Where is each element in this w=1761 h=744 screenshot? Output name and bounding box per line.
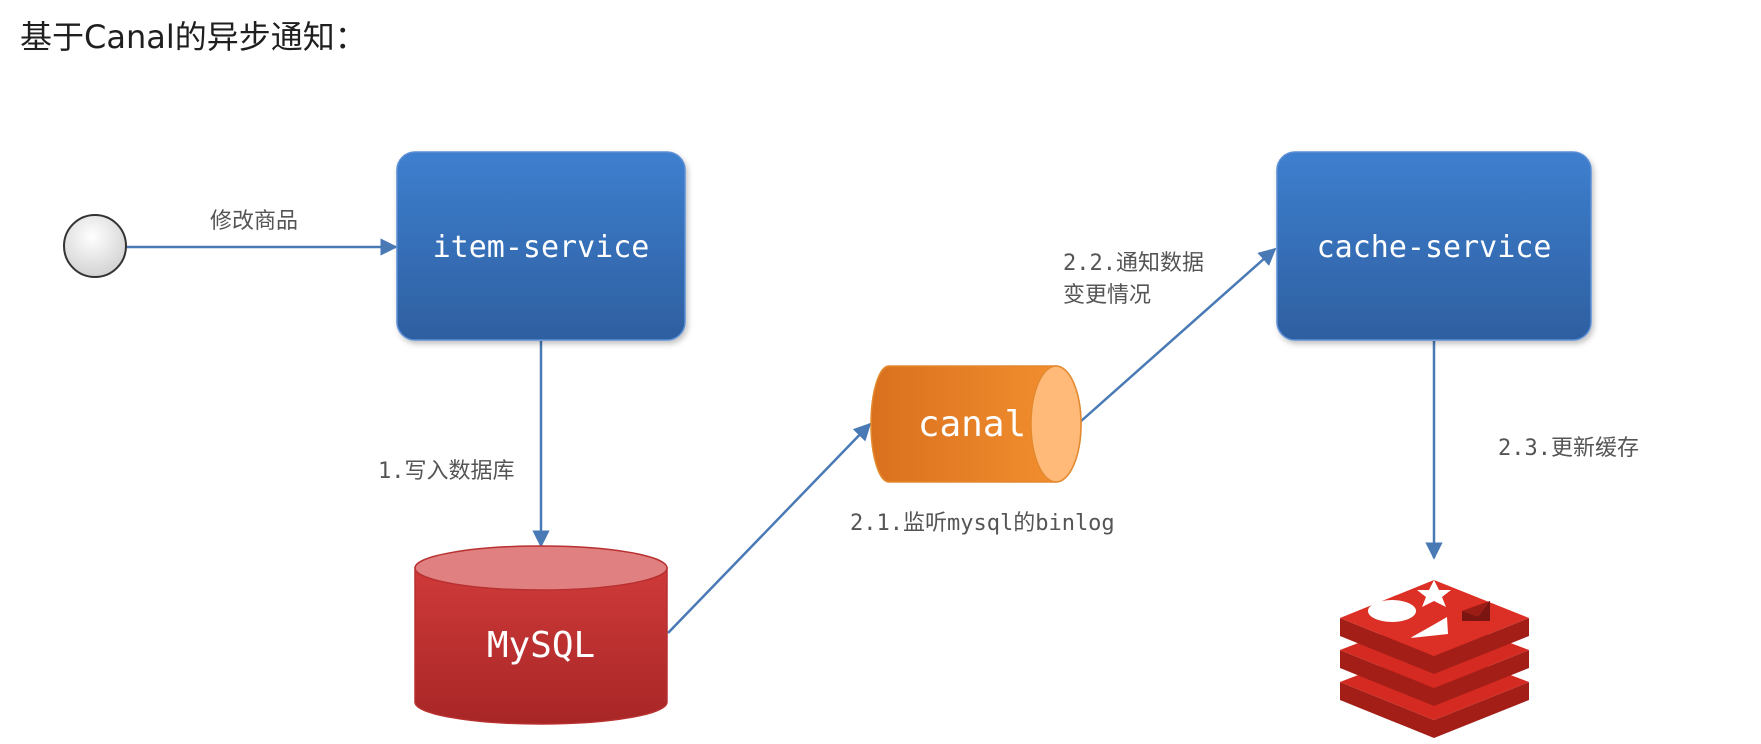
circle-actor-icon: [63, 214, 127, 278]
label-notify-change-line2: 变更情况: [1063, 283, 1151, 308]
canal-node: [870, 365, 1082, 483]
cache-service-label: cache-service: [1317, 230, 1552, 265]
redis-logo-icon: [1340, 580, 1529, 738]
label-update-cache: 2.3.更新缓存: [1498, 436, 1639, 461]
mysql-label: MySQL: [487, 625, 595, 666]
arrow-mysql-to-canal: [667, 422, 872, 634]
item-service-node: [396, 151, 686, 341]
arrow-canal-to-cache-service: [1079, 247, 1277, 423]
mysql-database-node: [414, 545, 668, 725]
canal-label: canal: [918, 404, 1026, 445]
label-modify-product: 修改商品: [210, 209, 298, 234]
page-title: 基于Canal的异步通知：: [20, 18, 367, 56]
label-notify-change-line1: 2.2.通知数据: [1063, 251, 1204, 276]
item-service-label: item-service: [433, 230, 650, 265]
label-listen-binlog: 2.1.监听mysql的binlog: [850, 511, 1115, 536]
cache-service-node: [1276, 151, 1592, 341]
label-write-db: 1.写入数据库: [378, 459, 515, 484]
